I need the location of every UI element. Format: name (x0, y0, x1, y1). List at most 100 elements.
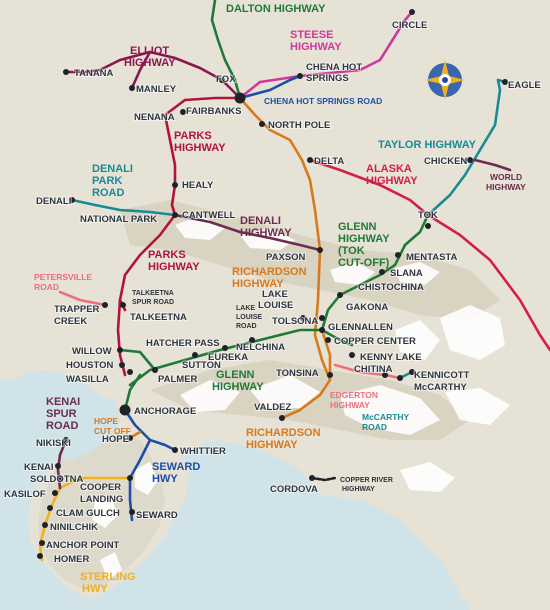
richardson-north-label-1: RICHARDSON (232, 266, 307, 278)
town-denali: DENALI (36, 196, 71, 207)
town-glennallen: GLENNALLEN (328, 322, 393, 333)
petersville-label-2: ROAD (34, 282, 59, 292)
town-anchorage: ANCHORAGE (134, 406, 196, 417)
richardson-south-route (320, 328, 332, 377)
lake-louise-road-label-2: LOUISE (236, 314, 262, 321)
parks-north-label-2: HIGHWAY (174, 142, 226, 154)
town-talkeetna: TALKEETNA (130, 312, 187, 323)
town-trapper-creek-2: CREEK (54, 316, 87, 327)
steese-label-1: STEESE (290, 29, 333, 41)
town-paxson: PAXSON (266, 252, 306, 263)
denali-park-label-3: ROAD (92, 187, 124, 199)
steese-label-2: HIGHWAY (290, 41, 342, 53)
town-delta: DELTA (314, 156, 344, 167)
town-tonsina: TONSINA (276, 368, 319, 379)
town-copper-center: COPPER CENTER (334, 336, 416, 347)
town-clam-gulch: CLAM GULCH (56, 508, 120, 519)
town-valdez: VALDEZ (254, 402, 291, 413)
denali-hwy-label-2: HIGHWAY (240, 227, 292, 239)
seward-hwy-label-1: SEWARD (152, 461, 200, 473)
dalton-label: DALTON HIGHWAY (226, 3, 326, 15)
alaska-label-2: HIGHWAY (366, 175, 418, 187)
town-cantwell: CANTWELL (182, 210, 235, 221)
taylor-label: TAYLOR HIGHWAY (378, 139, 477, 151)
top-world-label-2: WORLD (490, 172, 522, 182)
town-north-pole: NORTH POLE (268, 120, 330, 131)
glenn-south-label-1: GLENN (216, 369, 255, 381)
dalton-route (210, 0, 242, 100)
seward-route (123, 408, 152, 522)
cook-inlet (58, 395, 120, 462)
town-trapper-creek-1: TRAPPER (54, 304, 100, 315)
denali-park-route (70, 198, 177, 217)
town-kenai: KENAI (24, 462, 54, 473)
town-fox: FOX (216, 74, 236, 85)
town-tolsona: TOLSONA (272, 316, 318, 327)
town-fairbanks: FAIRBANKS (186, 106, 241, 117)
denali-park-label-1: DENALI (92, 163, 133, 175)
lake-louise-road-label-1: LAKE (236, 305, 255, 312)
anchorage-link (123, 373, 142, 412)
town-lake-louise-2: LOUISE (258, 300, 293, 311)
town-wasilla: WASILLA (66, 374, 109, 385)
alaska-route (308, 158, 550, 352)
glenn-tok-route (320, 213, 430, 332)
town-palmer: PALMER (158, 374, 198, 385)
town-cooper-landing-1: COOPER (80, 482, 121, 493)
town-nikiski: NIKISKI (36, 438, 71, 449)
glenn-tok-label-3: (TOK (338, 245, 365, 257)
town-markers (37, 9, 508, 559)
parks-north-label-1: PARKS (174, 130, 212, 142)
town-seward: SEWARD (136, 510, 178, 521)
manley-spur (130, 50, 152, 90)
town-kasilof: KASILOF (4, 489, 46, 500)
town-eagle: EAGLE (508, 80, 541, 91)
glenn-tok-label-1: GLENN (338, 221, 377, 233)
town-soldotna: SOLDOTNA (30, 474, 83, 485)
glenn-tok-label-2: HIGHWAY (338, 233, 390, 245)
compass-rose-icon (425, 60, 465, 100)
town-homer: HOMER (54, 554, 90, 565)
town-willow: WILLOW (72, 346, 112, 357)
chena-route (238, 74, 302, 100)
town-healy: HEALY (182, 180, 214, 191)
denali-hwy-label-1: DENALI (240, 215, 281, 227)
glenn-south-label-2: HIGHWAY (212, 381, 264, 393)
town-eureka: EUREKA (208, 352, 248, 363)
talkeetna-spur-label-2: SPUR ROAD (132, 299, 174, 306)
taylor-route (426, 78, 502, 217)
town-chistochina: CHISTOCHINA (358, 282, 424, 293)
petersville-route (58, 290, 107, 307)
town-tanana: TANANA (74, 68, 114, 79)
parks-north-route (163, 96, 242, 217)
town-cordova: CORDOVA (270, 484, 318, 495)
town-tok: TOK (418, 210, 438, 221)
edgerton-label-2: HIGHWAY (330, 400, 370, 410)
town-hatcher-pass: HATCHER PASS (146, 338, 220, 349)
top-of-world-route (473, 158, 512, 172)
sterling-label-2: HWY (82, 583, 108, 595)
town-kenny-lake: KENNY LAKE (360, 352, 422, 363)
kenai-spur-label-2: SPUR (46, 408, 77, 420)
talkeetna-spur-label-1: TALKEETNA (132, 290, 174, 297)
whittier-route (148, 438, 177, 452)
chena-road-label: CHENA HOT SPRINGS ROAD (264, 96, 382, 106)
town-nenana: NENANA (134, 112, 175, 123)
town-kennicott: KENNICOTT (414, 370, 470, 381)
town-chena-2: SPRINGS (306, 73, 349, 84)
hope-cutoff-label-2: CUT OFF (94, 426, 131, 436)
edgerton-label-1: EDGERTON (330, 390, 378, 400)
town-whittier: WHITTIER (180, 446, 226, 457)
alaska-label-1: ALASKA (366, 163, 412, 175)
richardson-south-label-2: HIGHWAY (246, 439, 298, 451)
town-circle: CIRCLE (392, 20, 427, 31)
town-gakona: GAKONA (346, 302, 388, 313)
copper-river-label-2: HIGHWAY (342, 486, 375, 493)
copper-river-label-1: COPPER RIVER (340, 477, 393, 484)
denali-hwy-route (173, 213, 322, 252)
town-ninilchik: NINILCHIK (50, 522, 98, 533)
town-anchor-point: ANCHOR POINT (46, 540, 120, 551)
prince-william-sound (180, 440, 320, 500)
